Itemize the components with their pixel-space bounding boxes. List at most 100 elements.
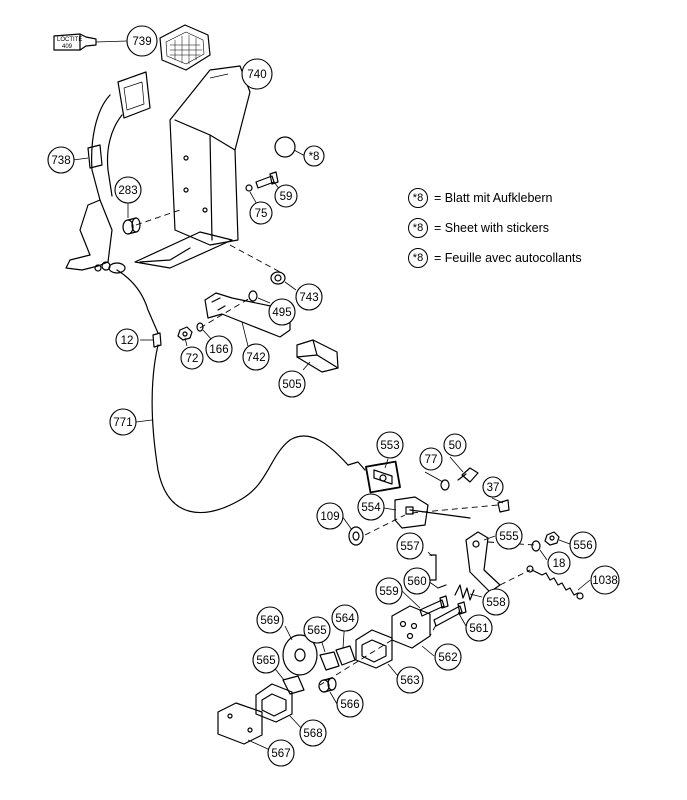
nut-icon bbox=[177, 326, 193, 341]
part-callout: 553 bbox=[376, 431, 404, 459]
part-callout: 18 bbox=[547, 551, 571, 575]
cable-bracket-icon bbox=[394, 496, 429, 529]
callout-circle bbox=[267, 739, 295, 767]
washer-icon bbox=[248, 290, 258, 302]
mounting-plate-icon bbox=[217, 702, 263, 745]
part-callout: 556 bbox=[569, 531, 597, 559]
part-callout: 565 bbox=[252, 646, 280, 674]
part-number-label: *8 bbox=[309, 151, 320, 163]
callout-circle bbox=[375, 577, 403, 605]
part-callout: 557 bbox=[396, 532, 424, 560]
brake-pad-icon bbox=[319, 651, 340, 671]
callout-circle bbox=[114, 176, 142, 204]
callout-circle bbox=[268, 298, 296, 326]
part-number-label: 566 bbox=[340, 699, 359, 711]
sticker-legend: *8 = Blatt mit Aufklebern *8 = Sheet wit… bbox=[408, 186, 678, 276]
callout-circle bbox=[336, 690, 364, 718]
brake-lever-icon bbox=[465, 531, 501, 593]
bushing-icon bbox=[348, 526, 364, 546]
brake-pad-icon bbox=[335, 645, 356, 666]
part-number-label: 554 bbox=[361, 502, 381, 514]
mounting-bracket-icon bbox=[134, 65, 251, 269]
part-number-label: 739 bbox=[132, 36, 151, 48]
caliper-half-icon bbox=[255, 683, 293, 723]
part-callout: 75 bbox=[249, 201, 273, 225]
bolt-icon bbox=[255, 171, 279, 189]
part-number-label: 50 bbox=[449, 440, 462, 452]
part-callout: 738 bbox=[47, 146, 75, 174]
callout-circle bbox=[443, 433, 467, 457]
nut-icon bbox=[270, 271, 286, 285]
pin-icon bbox=[429, 554, 437, 581]
washer-icon bbox=[440, 479, 450, 491]
part-number-label: 743 bbox=[299, 292, 318, 304]
part-number-label: 283 bbox=[118, 185, 137, 197]
callout-circle bbox=[109, 408, 137, 436]
part-callout: 12 bbox=[115, 328, 139, 352]
throttle-cable-icon bbox=[108, 262, 471, 519]
part-number-label: 740 bbox=[247, 69, 266, 81]
switch-plate-icon bbox=[204, 292, 291, 338]
part-callout: 495 bbox=[268, 298, 296, 326]
callout-circle bbox=[303, 145, 325, 167]
callout-circle bbox=[396, 666, 424, 694]
part-callout: 563 bbox=[396, 666, 424, 694]
part-number-label: 59 bbox=[280, 191, 293, 203]
loctite-brand-label: LOCTITE bbox=[57, 37, 82, 43]
part-callout: 72 bbox=[180, 346, 204, 370]
brake-disc-icon bbox=[282, 634, 318, 676]
legend-text: = Blatt mit Aufklebern bbox=[434, 191, 553, 205]
part-number-label: 568 bbox=[303, 728, 322, 740]
legend-row: *8 = Sheet with stickers bbox=[408, 216, 678, 240]
callout-group: 739740738283*859757434951272166742505771… bbox=[47, 25, 620, 767]
part-number-label: 742 bbox=[246, 352, 265, 364]
legend-badge: *8 bbox=[408, 188, 428, 208]
part-callout: 562 bbox=[434, 643, 462, 671]
part-callout: *8 bbox=[303, 145, 325, 167]
callout-circle bbox=[316, 502, 344, 530]
part-callout: 559 bbox=[375, 577, 403, 605]
callout-circle bbox=[205, 335, 233, 363]
part-number-label: 72 bbox=[186, 353, 199, 365]
part-number-label: 557 bbox=[400, 541, 419, 553]
part-callout: 166 bbox=[205, 335, 233, 363]
legend-badge: *8 bbox=[408, 248, 428, 268]
part-callout: 50 bbox=[443, 433, 467, 457]
part-number-label: 77 bbox=[425, 454, 438, 466]
callout-circle bbox=[482, 476, 504, 498]
part-callout: 742 bbox=[242, 343, 270, 371]
part-callout: 554 bbox=[357, 493, 385, 521]
legend-row: *8 = Blatt mit Aufklebern bbox=[408, 186, 678, 210]
legend-text: = Feuille avec autocollants bbox=[434, 251, 582, 265]
part-number-label: 37 bbox=[487, 482, 500, 494]
washer-icon bbox=[245, 184, 253, 192]
callout-circle bbox=[547, 551, 571, 575]
part-number-label: 559 bbox=[379, 586, 398, 598]
loctite-tube-icon bbox=[53, 33, 97, 51]
part-callout: 59 bbox=[274, 184, 298, 208]
part-callout: 567 bbox=[267, 739, 295, 767]
callout-circle bbox=[419, 447, 443, 471]
part-callout: 505 bbox=[278, 370, 306, 398]
part-callout: 555 bbox=[495, 522, 523, 550]
pedal-lever-icon bbox=[65, 71, 151, 272]
callout-circle bbox=[242, 343, 270, 371]
caliper-body-icon bbox=[391, 605, 431, 649]
callout-circle bbox=[403, 567, 431, 595]
part-callout: 564 bbox=[331, 604, 359, 632]
part-callout: 37 bbox=[482, 476, 504, 498]
legend-text: = Sheet with stickers bbox=[434, 221, 549, 235]
part-number-label: 166 bbox=[209, 344, 228, 356]
part-number-label: 561 bbox=[469, 623, 488, 635]
caliper-half-icon bbox=[355, 629, 393, 669]
part-callout: 565 bbox=[303, 616, 331, 644]
part-number-label: 18 bbox=[553, 558, 566, 570]
callout-circle bbox=[295, 283, 323, 311]
part-number-label: 553 bbox=[380, 440, 399, 452]
part-number-label: 567 bbox=[271, 748, 290, 760]
part-number-label: 562 bbox=[438, 652, 457, 664]
part-callout: 771 bbox=[109, 408, 137, 436]
legend-row: *8 = Feuille avec autocollants bbox=[408, 246, 678, 270]
bushing-icon bbox=[122, 217, 141, 235]
